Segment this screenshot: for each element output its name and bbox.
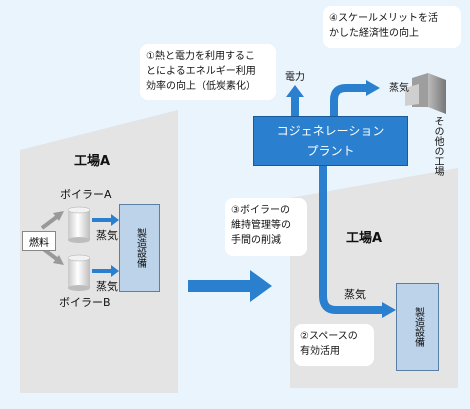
right-factory-title: 工場A [346,231,383,246]
transition-arrow [188,270,272,302]
note-maintenance: ③ボイラーの 維持管理等の 手間の削減 [225,198,307,256]
right-equipment-box: 製造設備 [396,283,439,371]
boiler-b-cylinder [67,254,91,291]
plant-label-line2: プラント [306,144,355,158]
power-arrow [286,85,304,116]
note1-line1: ①熱と電力を利用するこ [146,51,255,62]
note1-line2: とによるエネルギー利用 [146,66,256,77]
note3-line3: 手間の削減 [231,235,281,246]
left-factory-title: 工場A [74,154,111,169]
note2-line1: ②スペースの [300,331,358,342]
note-scale-merit: ④スケールメリットを活 かした経済性の向上 [323,6,461,48]
note-efficiency: ①熱と電力を利用するこ とによるエネルギー利用 効率の向上（低炭素化） [140,44,276,100]
left-equipment-label: 製造設備 [134,228,146,268]
left-steam-label-2: 蒸気 [96,280,118,293]
other-factory-building-icon [405,73,446,114]
fuel-box: 燃料 [22,231,56,251]
plant-steam-out-arrow [330,80,380,116]
plant-label-line1: コジェネレーション [276,124,385,138]
power-label: 電力 [285,72,305,83]
note4-line1: ④スケールメリットを活 [329,13,438,24]
boiler-b-label: ボイラーB [59,296,111,309]
right-equipment-label: 製造設備 [412,307,424,347]
left-equipment-box: 製造設備 [119,204,160,292]
note3-line1: ③ボイラーの [231,205,290,216]
note1-line3: 効率の向上（低炭素化） [146,81,256,92]
plant-steam-down-arrow [319,165,396,318]
boiler-steam-arrows [92,214,119,277]
note4-line2: かした経済性の向上 [329,28,419,39]
note2-line2: 有効活用 [300,346,340,357]
left-factory-panel [20,110,178,393]
boiler-a-label: ボイラーA [60,188,112,201]
plant-steam-out-label: 蒸気 [389,83,409,94]
left-steam-label-1: 蒸気 [96,229,118,242]
cogeneration-plant-box: コジェネレーション プラント [253,116,408,166]
note-space: ②スペースの 有効活用 [294,324,374,366]
other-factory-label: その他の工場 [432,116,443,176]
boiler-a-cylinder [67,206,91,243]
right-steam-label: 蒸気 [344,288,366,301]
note3-line2: 維持管理等の [231,220,291,231]
